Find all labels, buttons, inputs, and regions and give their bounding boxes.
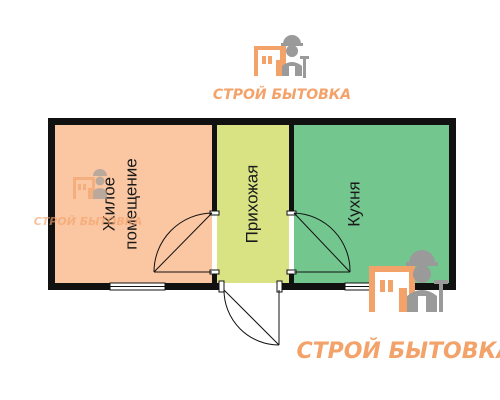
cabin-icon [254, 46, 286, 76]
floor-plan: Жилое помещение Прихожая Кухня [48, 118, 456, 346]
interior-wall-right [289, 272, 294, 283]
outer-wall-top [48, 118, 456, 125]
outer-wall-bottom [48, 283, 110, 290]
watermark-text: СТРОЙ БЫТОВКА [296, 338, 500, 364]
living-room [55, 125, 212, 283]
outer-wall-right [449, 118, 456, 290]
hallway-room [217, 125, 289, 283]
outer-wall-left [48, 118, 55, 290]
kitchen-label: Кухня [344, 181, 363, 227]
door-living [153, 212, 213, 273]
logo-top: СТРОЙ БЫТОВКА [213, 35, 351, 103]
logo-text: СТРОЙ БЫТОВКА [213, 86, 351, 103]
outer-wall-bottom [165, 283, 221, 290]
watermark-large: СТРОЙ БЫТОВКА [296, 250, 500, 364]
living-room-label-line2: помещение [121, 158, 140, 249]
interior-wall-left [212, 125, 217, 213]
watermark-small: СТРОЙ БЫТОВКА [34, 169, 143, 228]
worker-icon [281, 35, 309, 78]
door-kitchen [293, 212, 351, 273]
hallway-label: Прихожая [242, 165, 261, 244]
worker-icon [406, 250, 448, 312]
watermark-text: СТРОЙ БЫТОВКА [34, 215, 143, 228]
cabin-icon [73, 177, 95, 199]
interior-wall-right [289, 125, 294, 213]
outer-wall-bottom [386, 283, 456, 290]
interior-wall-left [212, 272, 217, 283]
entry-door [218, 280, 283, 346]
window-living [109, 282, 166, 291]
worker-icon [93, 169, 107, 199]
outer-wall-bottom [281, 283, 345, 290]
